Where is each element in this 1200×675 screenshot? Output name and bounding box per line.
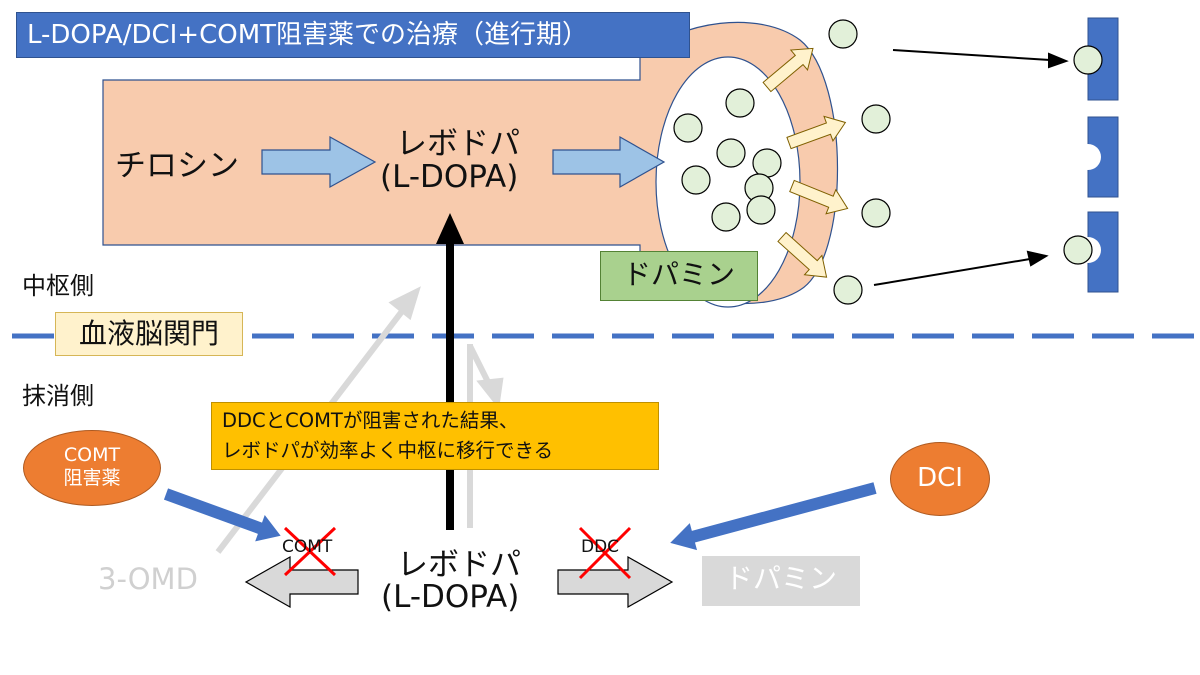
vesicle xyxy=(711,202,741,232)
arrowhead xyxy=(1026,250,1049,267)
ddc-enzyme-label: DDC xyxy=(581,537,620,557)
released-dopamine xyxy=(828,19,891,305)
dci-oval: DCI xyxy=(890,442,990,516)
peripheral-levodopa-line2: (L-DOPA) xyxy=(381,579,520,615)
dopamine-molecule xyxy=(861,198,891,228)
dci-arrow xyxy=(670,482,877,551)
vesicles xyxy=(673,88,782,232)
cross-comt xyxy=(283,526,337,577)
arrow-ldopa-to-dopamine xyxy=(552,135,666,189)
omd-label: 3-OMD xyxy=(98,562,198,596)
binding-arrows xyxy=(873,49,1069,286)
receptor-empty-site xyxy=(1075,144,1101,170)
arrow-to-3omd xyxy=(244,555,359,609)
arrowhead xyxy=(1048,52,1069,69)
comt-inhibitor-line2: 阻害薬 xyxy=(63,467,121,489)
release-arrow xyxy=(762,47,814,93)
receptors xyxy=(1063,17,1119,293)
diagram-title: L-DOPA/DCI+COMT阻害薬での治療（進行期） xyxy=(16,12,690,58)
synthesis-arrows xyxy=(261,135,666,189)
dci-label: DCI xyxy=(917,463,963,493)
dopamine-molecule xyxy=(861,104,891,134)
arrow-tyrosine-to-ldopa xyxy=(261,135,377,189)
vesicle xyxy=(673,113,703,143)
vesicle xyxy=(752,148,782,178)
vesicle xyxy=(681,165,711,195)
dopamine-molecule xyxy=(833,275,863,305)
central-side-label: 中枢側 xyxy=(22,272,94,300)
comt-inhibitor-oval: COMT 阻害薬 xyxy=(23,430,161,506)
neuron-levodopa-line1: レボドパ xyxy=(396,126,520,162)
result-note: DDCとCOMTが阻害された結果、 レボドパが効率よく中枢に移行できる xyxy=(211,402,659,470)
tyrosine-label: チロシン xyxy=(115,148,239,184)
dopamine-molecule xyxy=(828,19,858,49)
release-arrows xyxy=(762,47,849,278)
arrowhead xyxy=(436,213,464,244)
peripheral-block-arrows xyxy=(244,555,674,609)
peripheral-levodopa-line1: レボドパ xyxy=(397,547,521,583)
comt-inhibitor-line1: COMT xyxy=(63,444,121,466)
main-transport-arrow xyxy=(436,213,464,530)
neuron-levodopa-line2: (L-DOPA) xyxy=(380,159,519,195)
vesicle xyxy=(746,195,776,225)
neuron-dopamine-label: ドパミン xyxy=(600,251,758,301)
arrowhead xyxy=(476,377,504,410)
release-arrow xyxy=(789,179,849,215)
peripheral-dopamine-label: ドパミン xyxy=(702,556,860,606)
result-note-line2: レボドパが効率よく中枢に移行できる xyxy=(222,439,554,462)
release-arrow xyxy=(786,115,847,150)
bound-dopamine xyxy=(1063,235,1093,265)
peripheral-side-label: 抹消側 xyxy=(22,382,94,410)
cross-ddc xyxy=(578,526,632,580)
arrowhead xyxy=(388,286,421,321)
bbb-label: 血液脳関門 xyxy=(55,312,243,356)
comt-inhibitor-arrow xyxy=(163,488,281,542)
inhibition-crosses xyxy=(283,526,632,580)
bound-dopamine xyxy=(1073,45,1103,75)
vesicle xyxy=(725,88,755,118)
comt-enzyme-label: COMT xyxy=(282,537,333,557)
vesicle xyxy=(716,138,746,168)
inhibitor-arrows xyxy=(163,482,877,551)
arrow-to-dopamine xyxy=(557,555,674,609)
release-arrow xyxy=(777,231,828,278)
result-note-line1: DDCとCOMTが阻害された結果、 xyxy=(222,409,519,432)
